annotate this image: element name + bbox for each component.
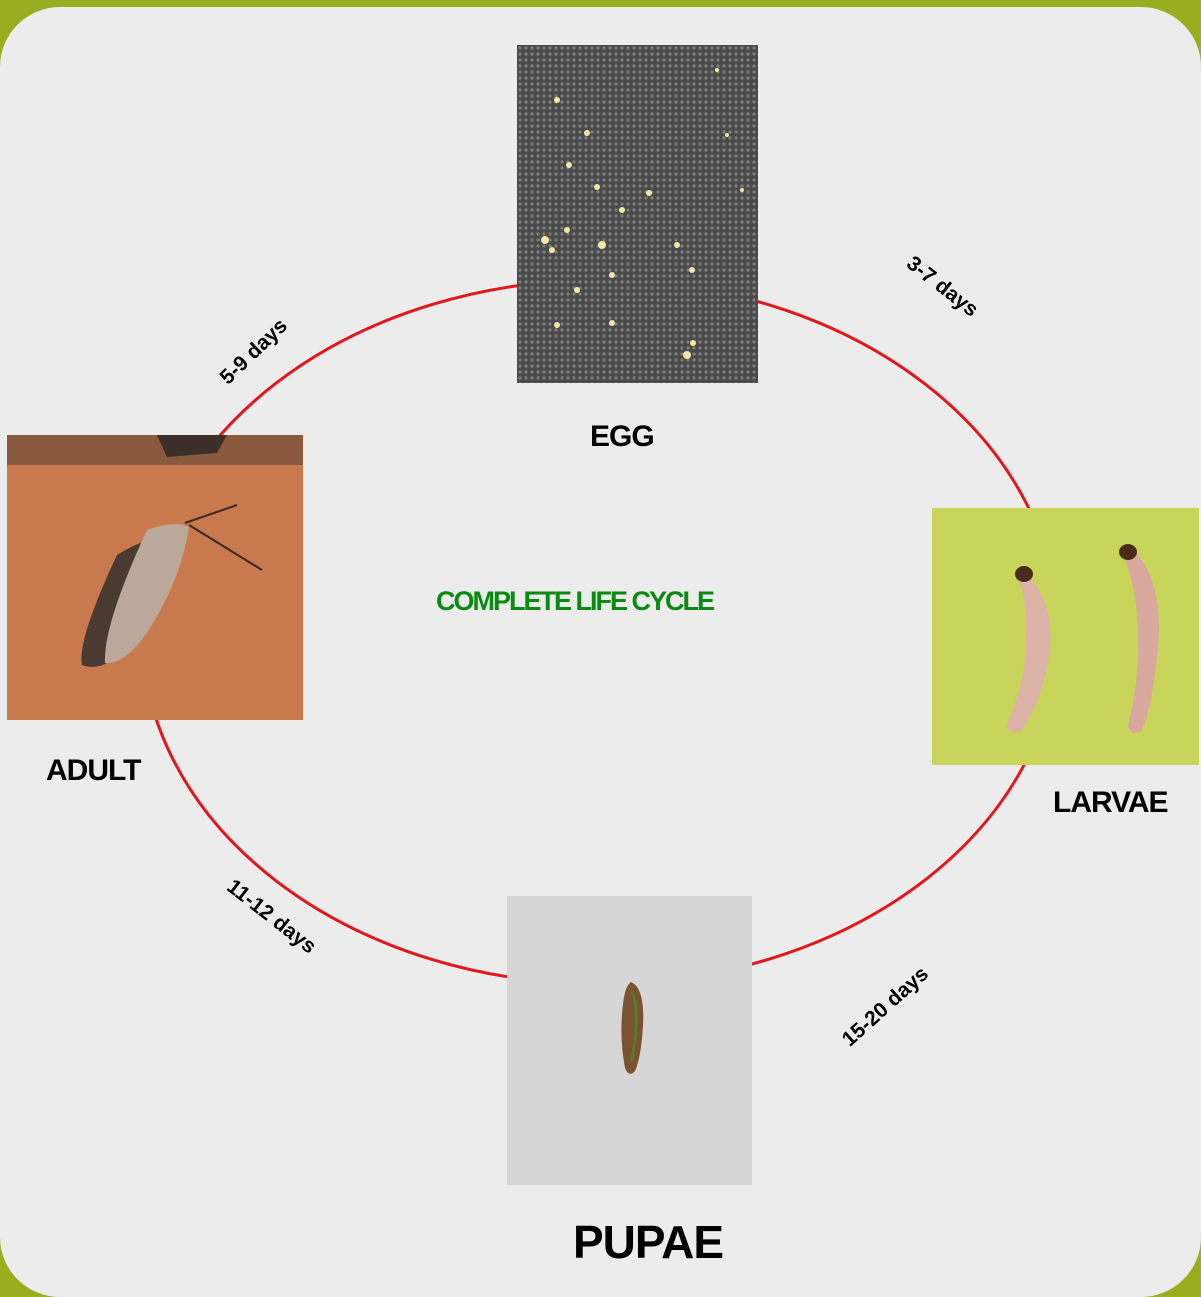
stage-label-egg: EGG <box>590 420 654 454</box>
eggs-on-mesh-photo <box>517 45 758 383</box>
stage-label-pupae: PUPAE <box>573 1215 723 1269</box>
adult-moth-photo <box>7 435 303 720</box>
stage-label-larvae: LARVAE <box>1053 786 1168 820</box>
center-title: COMPLETE LIFE CYCLE <box>436 586 713 617</box>
stage-label-adult: ADULT <box>46 754 140 788</box>
larvae-photo <box>932 508 1199 765</box>
pupa-photo <box>507 896 752 1185</box>
